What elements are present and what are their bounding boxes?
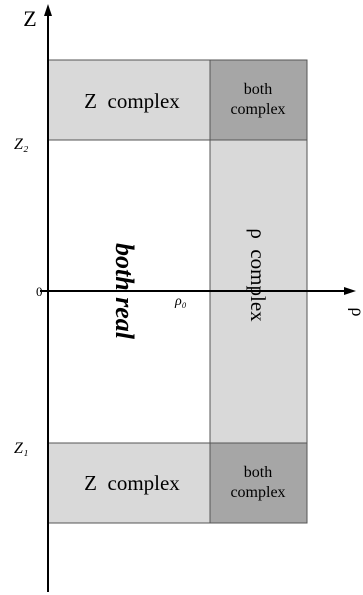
- center-both-real-label: both real: [110, 243, 139, 340]
- tick-label-z1: Z₁: [14, 440, 28, 457]
- horizontal-axis-label: ρ: [348, 308, 363, 317]
- bottom-z-complex-label: Z complex: [84, 471, 180, 495]
- center-rho-complex-label: ρ complex: [246, 228, 270, 322]
- tick-label-zero: 0: [36, 284, 43, 299]
- bottom-both-complex-label-line1: both: [244, 464, 272, 481]
- vertical-axis-arrow-icon: [44, 4, 52, 16]
- top-both-complex-region: [209, 59, 308, 141]
- horizontal-axis-arrow-icon: [344, 287, 356, 295]
- tick-label-rho0: ρ₀: [174, 294, 187, 309]
- vertical-axis-label: Z: [23, 6, 36, 31]
- bottom-both-complex-region: [209, 442, 308, 524]
- top-z-complex-region: [47, 59, 211, 141]
- top-z-complex-label: Z complex: [84, 89, 180, 113]
- top-both-complex-label-line1: both: [244, 81, 272, 98]
- tick-label-z2: Z₂: [14, 136, 29, 153]
- bottom-z-complex-region: [47, 442, 211, 524]
- top-both-complex-label-line2: complex: [230, 101, 285, 118]
- bottom-both-complex-label-line2: complex: [230, 484, 285, 501]
